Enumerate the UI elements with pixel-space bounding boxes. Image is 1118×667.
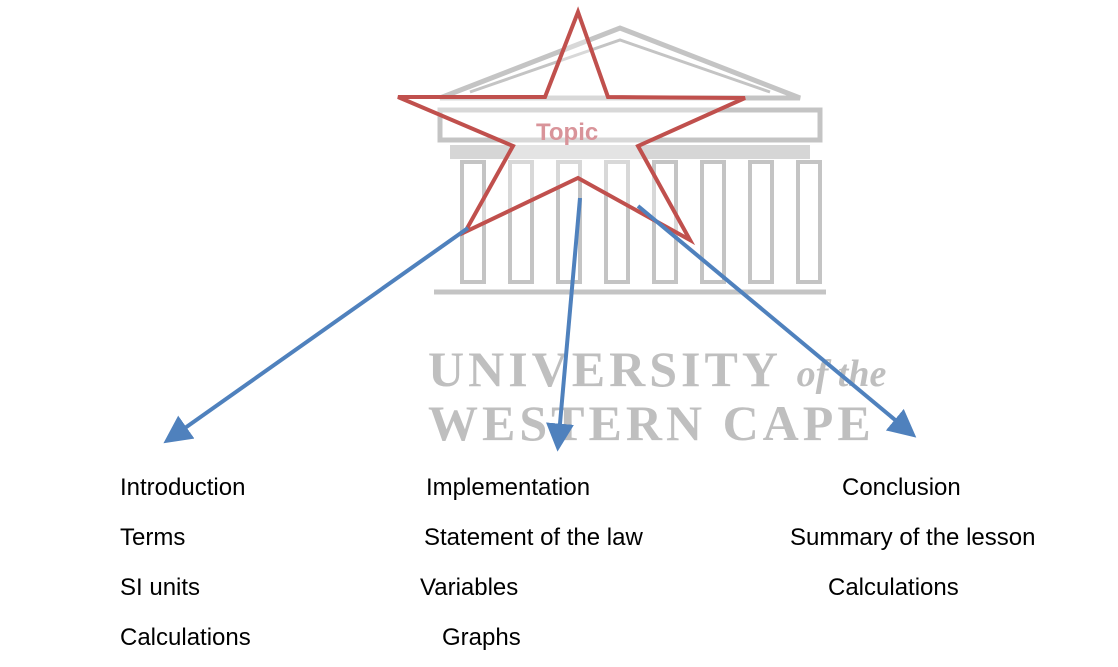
arrow-to-conclusion [636,204,917,438]
university-crest-watermark [434,25,826,295]
intro-item: Calculations [120,624,251,651]
implementation-heading: Implementation [426,474,591,501]
arrow-to-implementation [546,197,582,452]
arrow-to-introduction [163,226,470,444]
topic-label: Topic [536,119,598,146]
crest-pediment-inner [469,38,771,94]
conclusion-heading: Conclusion [842,474,961,501]
implementation-item: Statement of the law [424,524,643,551]
implementation-item: Graphs [442,624,521,651]
implementation-item: Variables [420,574,519,601]
watermark-line1: UNIVERSITY of the [428,341,886,397]
conclusion-item: Summary of the lesson [790,524,1036,551]
crest-entablature [437,107,823,143]
conclusion-item: Calculations [828,574,959,601]
topic-star [397,6,746,246]
intro-item: SI units [120,574,201,601]
intro-item: Terms [120,524,186,551]
crest-frieze [450,145,810,159]
intro-heading: Introduction [120,474,246,501]
watermark-line2: WESTERN CAPE [428,395,875,451]
